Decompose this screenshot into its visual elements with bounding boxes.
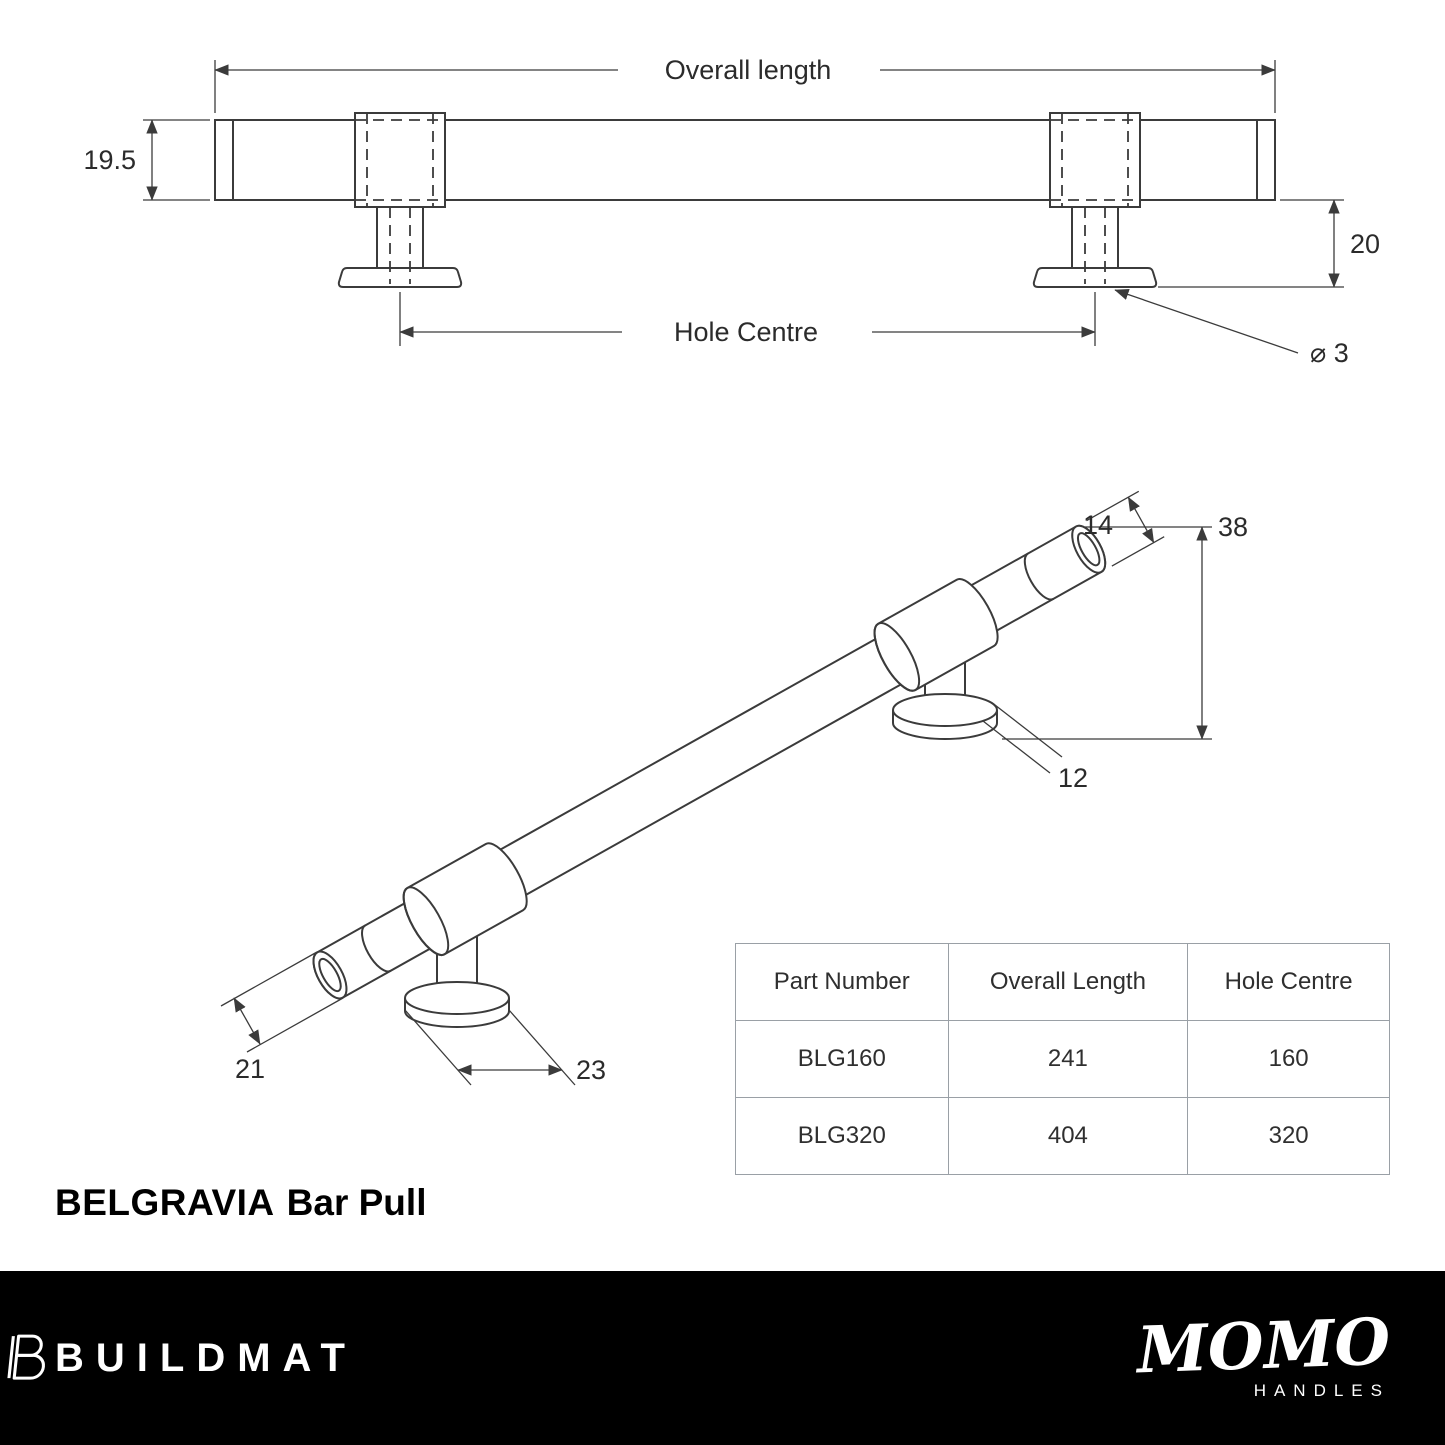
product-series-name: BELGRAVIA [55, 1182, 275, 1223]
momo-logo-subtext: HANDLES [1253, 1381, 1390, 1400]
footer-bar: BUILDMAT MOMO HANDLES [0, 1271, 1445, 1445]
front-view-drawing: Overall length 19.5 20 Hole Centre ⌀ 3 [83, 55, 1380, 368]
table-row: BLG160 241 160 [735, 1020, 1390, 1098]
product-type-name: Bar Pull [286, 1182, 427, 1223]
buildmat-logo-icon [7, 1334, 45, 1380]
page-title: BELGRAVIA Bar Pull [55, 1182, 426, 1224]
buildmat-logo-text: BUILDMAT [55, 1335, 357, 1380]
dim-bar-end-diameter: 14 [1083, 510, 1113, 540]
dim-flange-diameter: 23 [576, 1055, 606, 1085]
dim-overall-length-label: Overall length [665, 55, 832, 85]
front-dimension-lines [143, 60, 1344, 354]
iso-view-drawing: 14 38 12 21 23 [220, 490, 1248, 1086]
iso-bar [312, 490, 1165, 1000]
table-cell: 160 [1187, 1020, 1390, 1098]
table-header-overall-length: Overall Length [947, 943, 1189, 1021]
table-cell: BLG320 [735, 1097, 949, 1175]
table-header-row: Part Number Overall Length Hole Centre [735, 943, 1390, 1021]
dim-hole-centre-label: Hole Centre [674, 317, 818, 347]
dim-screw-diameter: ⌀ 3 [1310, 338, 1349, 368]
front-hidden-lines [355, 113, 1140, 284]
front-handle-outline [214, 112, 1276, 288]
dim-cap-diameter: 21 [235, 1054, 265, 1084]
table-row: BLG320 404 320 [735, 1097, 1390, 1175]
table-cell: BLG160 [735, 1020, 949, 1098]
dim-post-height: 20 [1350, 229, 1380, 259]
table-header-part-number: Part Number [735, 943, 949, 1021]
buildmat-logo: BUILDMAT [7, 1334, 357, 1381]
dim-overall-height: 38 [1218, 512, 1248, 542]
momo-logo: MOMO HANDLES [1136, 1305, 1392, 1401]
table-cell: 241 [947, 1020, 1189, 1098]
dim-flange-thickness: 12 [1058, 763, 1088, 793]
iso-dimension-lines [220, 526, 1212, 1086]
spec-table: Part Number Overall Length Hole Centre B… [735, 943, 1390, 1175]
table-cell: 404 [947, 1097, 1189, 1175]
momo-logo-text: MOMO [1135, 1304, 1392, 1389]
table-cell: 320 [1187, 1097, 1390, 1175]
dim-bar-height: 19.5 [83, 145, 136, 175]
table-header-hole-centre: Hole Centre [1187, 943, 1390, 1021]
